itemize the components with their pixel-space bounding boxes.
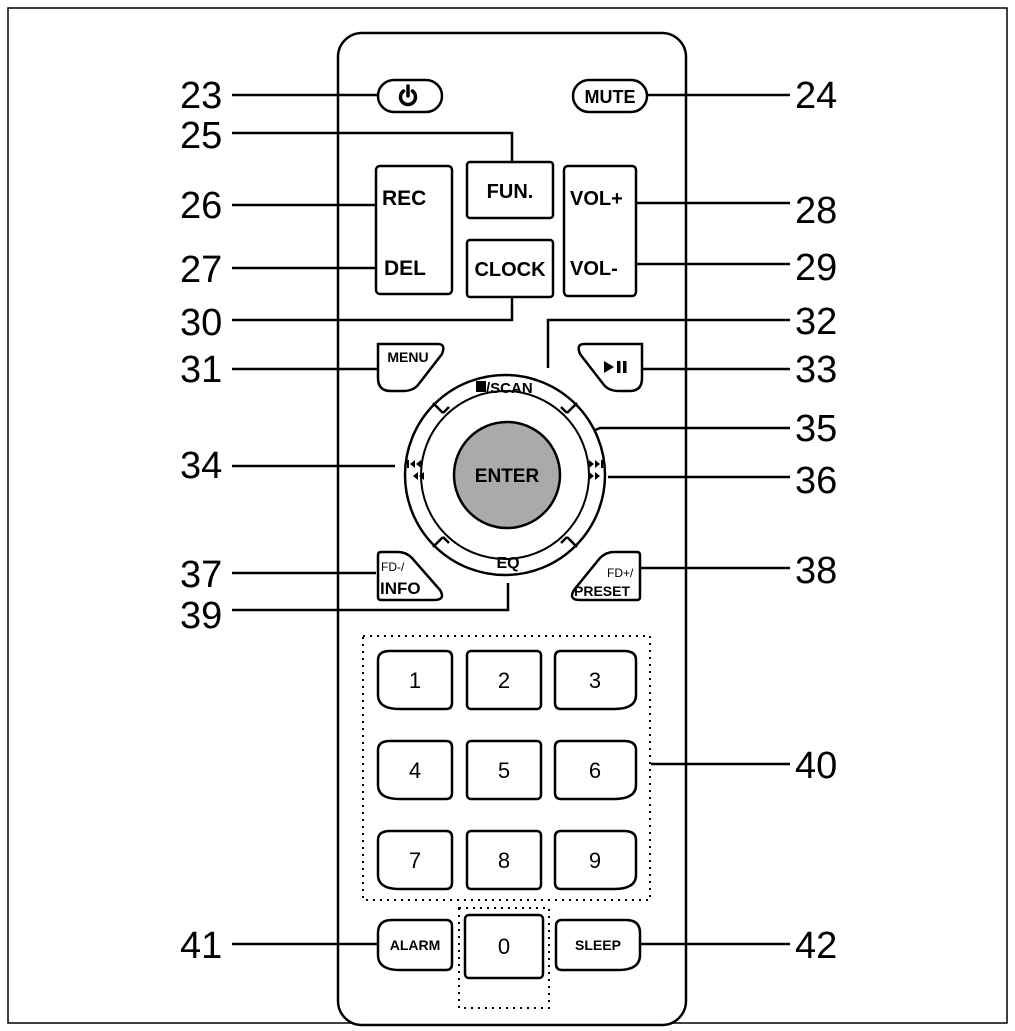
callout-42: 42 xyxy=(795,925,837,967)
digit-button-7[interactable]: 7 xyxy=(376,829,454,891)
stop-icon xyxy=(476,381,486,392)
callout-29: 29 xyxy=(795,247,837,289)
callout-37: 37 xyxy=(180,554,222,596)
digit-button-1[interactable]: 1 xyxy=(376,649,454,711)
callout-31: 31 xyxy=(180,349,222,391)
digit-label-4: 4 xyxy=(409,758,421,783)
digit-label-3: 3 xyxy=(589,668,601,693)
callout-40: 40 xyxy=(795,745,837,787)
previous-button[interactable] xyxy=(407,460,424,480)
digit-button-4[interactable]: 4 xyxy=(376,739,454,801)
callout-30: 30 xyxy=(180,302,222,344)
volume-down-button[interactable]: VOL- xyxy=(570,258,618,280)
sleep-button[interactable]: SLEEP xyxy=(554,918,642,972)
digit-button-5[interactable]: 5 xyxy=(465,739,543,801)
power-button[interactable] xyxy=(376,78,444,114)
callout-28: 28 xyxy=(795,190,837,232)
callout-24: 24 xyxy=(795,75,837,117)
digit-label-5: 5 xyxy=(498,758,510,783)
volume-button-group: VOL+ VOL- xyxy=(562,164,638,298)
stop-scan-button[interactable]: /SCAN xyxy=(476,380,533,397)
play-pause-icon xyxy=(604,361,627,373)
digit-label-2: 2 xyxy=(498,668,510,693)
digit-label-8: 8 xyxy=(498,848,510,873)
fd-preset-line2: PRESET xyxy=(574,583,630,599)
callout-38: 38 xyxy=(795,550,837,592)
skip-back-icon xyxy=(407,460,424,480)
keypad: 1 2 3 4 5 6 7 8 xyxy=(376,649,638,891)
rec-del-button-group: REC DEL xyxy=(374,164,454,296)
callout-lines xyxy=(232,93,790,946)
callout-27: 27 xyxy=(180,249,222,291)
digit-button-3[interactable]: 3 xyxy=(553,649,638,711)
callout-32: 32 xyxy=(795,301,837,343)
clock-label: CLOCK xyxy=(474,259,546,281)
fd-info-button[interactable]: FD-/ INFO xyxy=(376,550,444,602)
fd-info-line2: INFO xyxy=(380,579,421,598)
digit-button-6[interactable]: 6 xyxy=(553,739,638,801)
fun-label: FUN. xyxy=(487,181,534,203)
del-button[interactable]: DEL xyxy=(384,257,426,280)
digit-button-9[interactable]: 9 xyxy=(553,829,638,891)
menu-button[interactable]: MENU xyxy=(376,342,445,393)
keypad-dotted-outline xyxy=(362,635,651,901)
volume-up-button[interactable]: VOL+ xyxy=(570,188,623,210)
enter-label: ENTER xyxy=(475,466,540,487)
callout-23: 23 xyxy=(180,75,222,117)
mute-label: MUTE xyxy=(585,87,636,107)
fd-info-line1: FD-/ xyxy=(381,560,405,574)
digit-button-0[interactable]: 0 xyxy=(463,913,545,980)
callout-33: 33 xyxy=(795,349,837,391)
rec-button[interactable]: REC xyxy=(382,187,426,210)
play-pause-button[interactable] xyxy=(577,342,644,393)
callout-35: 35 xyxy=(795,408,837,450)
digit-label-1: 1 xyxy=(409,668,421,693)
alarm-label: ALARM xyxy=(390,937,441,953)
next-button[interactable] xyxy=(589,460,603,480)
fd-preset-button[interactable]: FD+/ PRESET xyxy=(570,550,642,602)
zero-dotted-outline xyxy=(458,907,550,1009)
callout-25: 25 xyxy=(180,115,222,157)
digit-label-7: 7 xyxy=(409,848,421,873)
digit-label-9: 9 xyxy=(589,848,601,873)
enter-button[interactable]: ENTER xyxy=(452,420,562,530)
power-icon xyxy=(398,84,418,107)
menu-label: MENU xyxy=(387,349,428,365)
fd-preset-line1: FD+/ xyxy=(607,566,634,580)
callout-26: 26 xyxy=(180,185,222,227)
fun-button[interactable]: FUN. xyxy=(465,160,555,220)
skip-forward-icon xyxy=(589,460,603,480)
mute-button[interactable]: MUTE xyxy=(571,78,649,114)
clock-button[interactable]: CLOCK xyxy=(465,238,555,299)
callout-39: 39 xyxy=(180,595,222,637)
alarm-button[interactable]: ALARM xyxy=(376,918,454,972)
callout-numbers: 23 24 25 26 27 28 29 30 31 32 33 34 35 3… xyxy=(180,75,837,967)
sleep-label: SLEEP xyxy=(575,937,621,953)
callout-36: 36 xyxy=(795,460,837,502)
digit-button-8[interactable]: 8 xyxy=(465,829,543,891)
digit-label-6: 6 xyxy=(589,758,601,783)
digit-button-2[interactable]: 2 xyxy=(465,649,543,711)
digit-label-0: 0 xyxy=(498,934,510,959)
callout-41: 41 xyxy=(180,925,222,967)
eq-label: EQ xyxy=(496,555,519,572)
callout-34: 34 xyxy=(180,445,222,487)
scan-label: /SCAN xyxy=(486,380,533,397)
eq-button[interactable]: EQ xyxy=(496,555,519,572)
